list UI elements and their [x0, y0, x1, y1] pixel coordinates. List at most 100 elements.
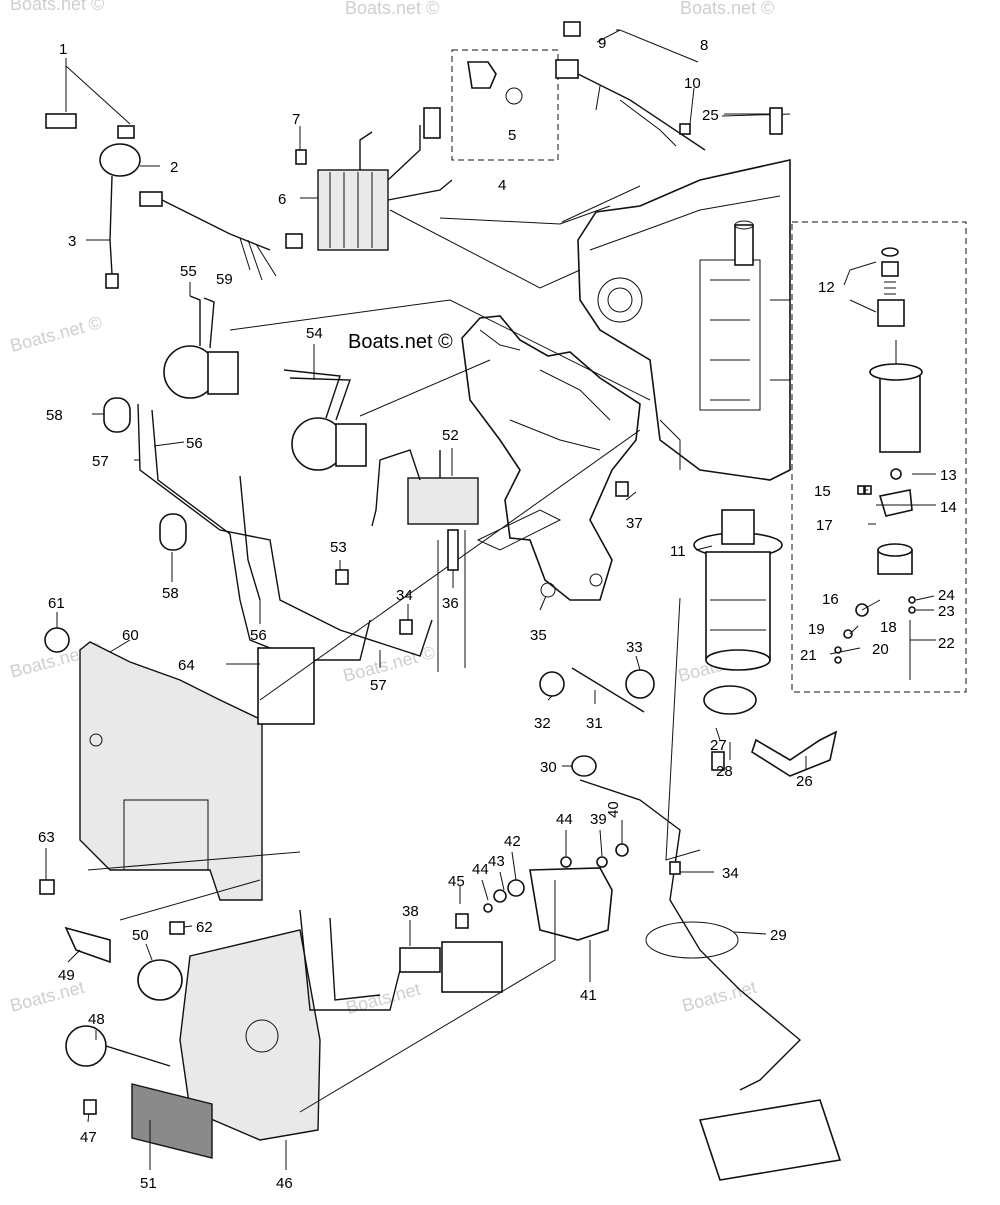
callout-57a: 57	[92, 453, 109, 470]
callout-61: 61	[48, 595, 65, 612]
watermark: Boats.net	[8, 977, 87, 1016]
grommet-61	[44, 627, 70, 653]
callout-2: 2	[170, 159, 178, 176]
part-38-valve	[299, 909, 503, 1011]
cover-60	[79, 641, 263, 901]
callout-5: 5	[508, 127, 516, 144]
callout-23: 23	[938, 603, 955, 620]
relay-54	[283, 369, 367, 471]
part5-box	[451, 49, 559, 161]
callout-62: 62	[196, 919, 213, 936]
cable-56b	[239, 475, 261, 601]
callout-16: 16	[822, 591, 839, 608]
part-3-connector	[105, 273, 119, 289]
relay-55	[163, 295, 239, 399]
callout-21: 21	[800, 647, 817, 664]
callout-32: 32	[534, 715, 551, 732]
part-3-lead	[109, 175, 113, 275]
callout-13: 13	[940, 467, 957, 484]
callout-4: 4	[498, 177, 506, 194]
callout-6: 6	[278, 191, 286, 208]
part-48-connector	[65, 1025, 171, 1067]
part-50-grommet	[137, 959, 183, 1001]
bracket-35	[461, 315, 641, 601]
callout-50: 50	[132, 927, 149, 944]
watermark: Boats.net ©	[345, 0, 439, 18]
fasteners	[39, 107, 865, 1115]
brand-label: Boats.net ©	[348, 331, 453, 353]
callout-58a: 58	[46, 407, 63, 424]
callout-57b: 57	[370, 677, 387, 694]
watermark: Boats.net ©	[10, 0, 104, 14]
callout-51: 51	[140, 1175, 157, 1192]
callout-17: 17	[816, 517, 833, 534]
callout-33: 33	[626, 639, 643, 656]
callout-46: 46	[276, 1175, 293, 1192]
callout-25: 25	[702, 107, 719, 124]
starter-detail-box	[791, 221, 967, 693]
part-49-cap	[64, 926, 111, 964]
callout-58b: 58	[162, 585, 179, 602]
callout-1: 1	[59, 41, 67, 58]
watermark: Boats.net ©	[8, 312, 104, 356]
callout-56a: 56	[186, 435, 203, 452]
cap-33	[625, 669, 655, 699]
callout-3: 3	[68, 233, 76, 250]
lead-31	[571, 667, 645, 713]
callout-19: 19	[808, 621, 825, 638]
callout-39: 39	[590, 811, 607, 828]
powerhead	[577, 159, 791, 481]
callout-63: 63	[38, 829, 55, 846]
callout-14: 14	[940, 499, 957, 516]
starter-detail-parts	[834, 247, 923, 680]
callout-49: 49	[58, 967, 75, 984]
part-2-cap	[99, 143, 141, 177]
callout-8: 8	[700, 37, 708, 54]
part-8-harness	[555, 21, 706, 151]
cable-29-coil	[645, 921, 739, 959]
callout-52: 52	[442, 427, 459, 444]
callout-44b: 44	[556, 811, 573, 828]
callout-54: 54	[306, 325, 323, 342]
callout-59: 59	[216, 271, 233, 288]
part-41-bracket	[529, 867, 613, 941]
callout-45: 45	[448, 873, 465, 890]
callout-42: 42	[504, 833, 521, 850]
callout-64: 64	[178, 657, 195, 674]
callout-12: 12	[818, 279, 835, 296]
callout-27: 27	[710, 737, 727, 754]
callout-55: 55	[180, 263, 197, 280]
callout-28: 28	[716, 763, 733, 780]
band-27	[703, 685, 757, 715]
callout-26: 26	[796, 773, 813, 790]
clamp-26	[751, 730, 838, 777]
callout-38: 38	[402, 903, 419, 920]
cap-32	[539, 671, 565, 697]
cap-30	[571, 755, 597, 777]
callouts: 1 2 3 4 5 6 7 8 9 10 11 12 13 14 15 16 1…	[38, 35, 957, 1192]
callout-47: 47	[80, 1129, 97, 1146]
callout-44a: 44	[472, 861, 489, 878]
callout-30: 30	[540, 759, 557, 776]
cap-58b	[159, 513, 187, 551]
part-59-harness	[139, 191, 303, 281]
callout-37: 37	[626, 515, 643, 532]
callout-36: 36	[442, 595, 459, 612]
callout-53: 53	[330, 539, 347, 556]
callout-41: 41	[580, 987, 597, 1004]
callout-31: 31	[586, 715, 603, 732]
callout-10: 10	[684, 75, 701, 92]
part-51-heatsink	[131, 1083, 213, 1159]
callout-11: 11	[670, 543, 686, 560]
cap-58a	[103, 397, 131, 433]
callout-48: 48	[88, 1011, 105, 1028]
callout-35: 35	[530, 627, 547, 644]
callout-20: 20	[872, 641, 889, 658]
callout-29: 29	[770, 927, 787, 944]
leader-lines	[45, 29, 936, 1170]
callout-43: 43	[488, 853, 505, 870]
part-6-rectifier	[317, 107, 453, 251]
callout-34a: 34	[396, 587, 413, 604]
callout-34b: 34	[722, 865, 739, 882]
bolt-28	[711, 751, 725, 771]
